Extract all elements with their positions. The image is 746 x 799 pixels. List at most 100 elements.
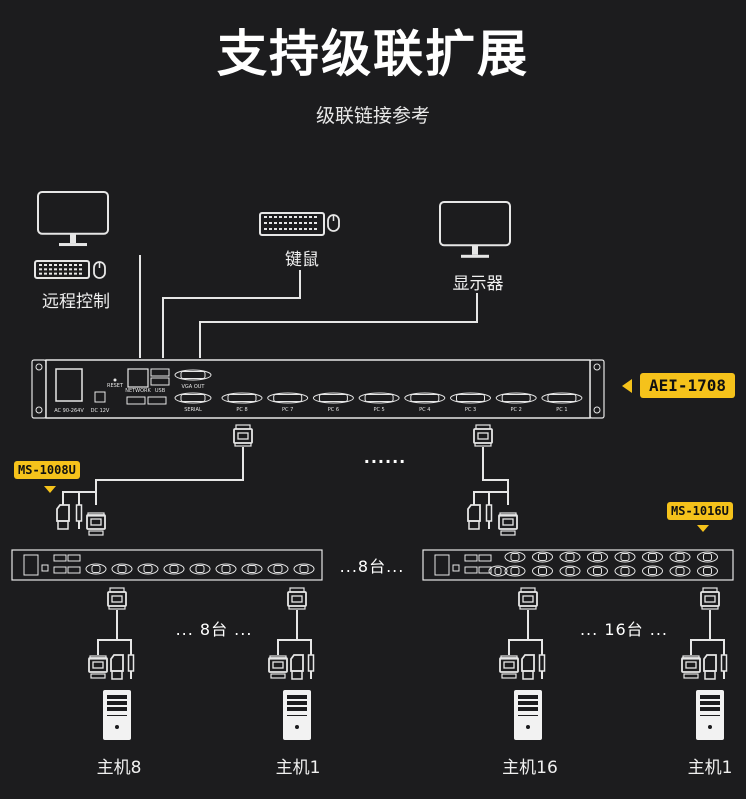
keyboard-key: [49, 268, 52, 271]
keyboard-key: [59, 264, 62, 266]
keyboard-key: [284, 228, 287, 230]
usb-plug-icon: [467, 504, 481, 530]
cable-line: [95, 447, 244, 505]
tower-divider: [700, 715, 720, 716]
vga-collar: [87, 512, 105, 517]
vga-pins: [90, 673, 106, 679]
keyboard-body: [259, 212, 325, 236]
keyboard-key: [299, 216, 302, 218]
cable-line: [62, 491, 96, 505]
usb-body: [467, 504, 481, 522]
db-port: [675, 567, 685, 575]
power-socket: [55, 368, 83, 402]
keyboard-icon: [34, 260, 90, 279]
db-port: [221, 565, 231, 573]
keyboard-key: [54, 272, 57, 275]
vga-body: [287, 591, 307, 607]
keyboard-key: [44, 272, 47, 275]
vga-face: [272, 661, 284, 669]
db-port: [538, 553, 547, 561]
vga-connector-icon: [498, 512, 518, 536]
vga-connector-icon: [700, 587, 720, 610]
usb-port: [126, 396, 146, 405]
vga-face: [685, 661, 697, 669]
tower-power-led: [295, 725, 299, 729]
tower-divider: [107, 715, 127, 716]
remote-control-label: 远程控制: [42, 292, 110, 312]
keyboard-key: [79, 264, 82, 266]
db-port-shell: [163, 563, 185, 575]
db-port: [318, 394, 348, 402]
db-port-shell: [293, 563, 315, 575]
db-port-shell: [504, 565, 526, 577]
vga-collar: [288, 605, 306, 610]
db-port-shell: [189, 563, 211, 575]
vga-face: [503, 661, 515, 669]
usb-head: [704, 670, 716, 680]
keyboard-key: [309, 228, 312, 230]
page-title: 支持级联扩展: [217, 25, 529, 83]
db-port-shell: [85, 563, 107, 575]
vga-pins: [270, 673, 286, 679]
port-label: VGA OUT: [182, 384, 206, 390]
keyboard-key: [79, 272, 82, 275]
port-label: PC 3: [465, 407, 476, 413]
cable-line: [199, 293, 478, 358]
host-label: 主机1: [687, 758, 733, 778]
cable-line: [473, 491, 508, 505]
monitor-screen: [37, 191, 109, 235]
usb-head: [291, 670, 303, 680]
audio-plug-icon: [307, 654, 315, 679]
db-port-shell: [174, 392, 212, 404]
db-port-shell: [532, 565, 553, 577]
db-port: [565, 567, 575, 575]
vga-connector-icon: [88, 655, 108, 679]
usb-port: [478, 554, 492, 562]
keyboard-key: [64, 264, 67, 266]
usb-port: [150, 377, 170, 386]
db-port: [143, 565, 153, 573]
screw-hole: [593, 363, 601, 371]
keyboard-key: [69, 272, 72, 275]
db-port-shell: [241, 563, 263, 575]
db-port: [195, 565, 205, 573]
vga-body: [518, 591, 538, 607]
vga-face: [237, 432, 249, 440]
vga-body: [86, 514, 106, 530]
dc-jack: [41, 564, 49, 572]
usb-port: [67, 554, 81, 562]
vga-pins: [683, 673, 699, 679]
keyboard-key: [269, 228, 272, 230]
cable-line: [97, 639, 132, 655]
usb-plug-icon: [521, 654, 535, 680]
audio-plug-icon: [720, 654, 728, 679]
keyboard-key: [39, 264, 42, 266]
vga-connector-icon: [268, 655, 288, 679]
usb-body: [703, 654, 717, 672]
db-port: [91, 565, 101, 573]
usb-body: [56, 504, 70, 522]
vga-connector-icon: [233, 424, 253, 447]
right-model-tag: MS-1016U: [667, 502, 733, 520]
audio-plug-icon: [127, 654, 135, 679]
keyboard-key: [74, 272, 77, 275]
db-port: [180, 394, 206, 402]
db-port-shell: [215, 563, 237, 575]
db-port-shell: [587, 565, 608, 577]
usb-head: [57, 520, 69, 530]
host-label: 主机1: [275, 758, 321, 778]
vga-body: [88, 657, 108, 673]
keyboard-key: [74, 268, 77, 271]
cable-line: [508, 639, 543, 655]
keyboard-key: [314, 228, 317, 230]
db-port-shell: [532, 551, 553, 563]
tag-pointer-down: [44, 486, 56, 493]
computer-tower-icon: [696, 690, 724, 740]
vga-connector-icon: [499, 655, 519, 679]
usb-port: [67, 566, 81, 574]
keyboard-key: [274, 228, 277, 230]
tower-bay: [700, 695, 720, 699]
vga-body: [473, 428, 493, 444]
db-port: [620, 567, 630, 575]
